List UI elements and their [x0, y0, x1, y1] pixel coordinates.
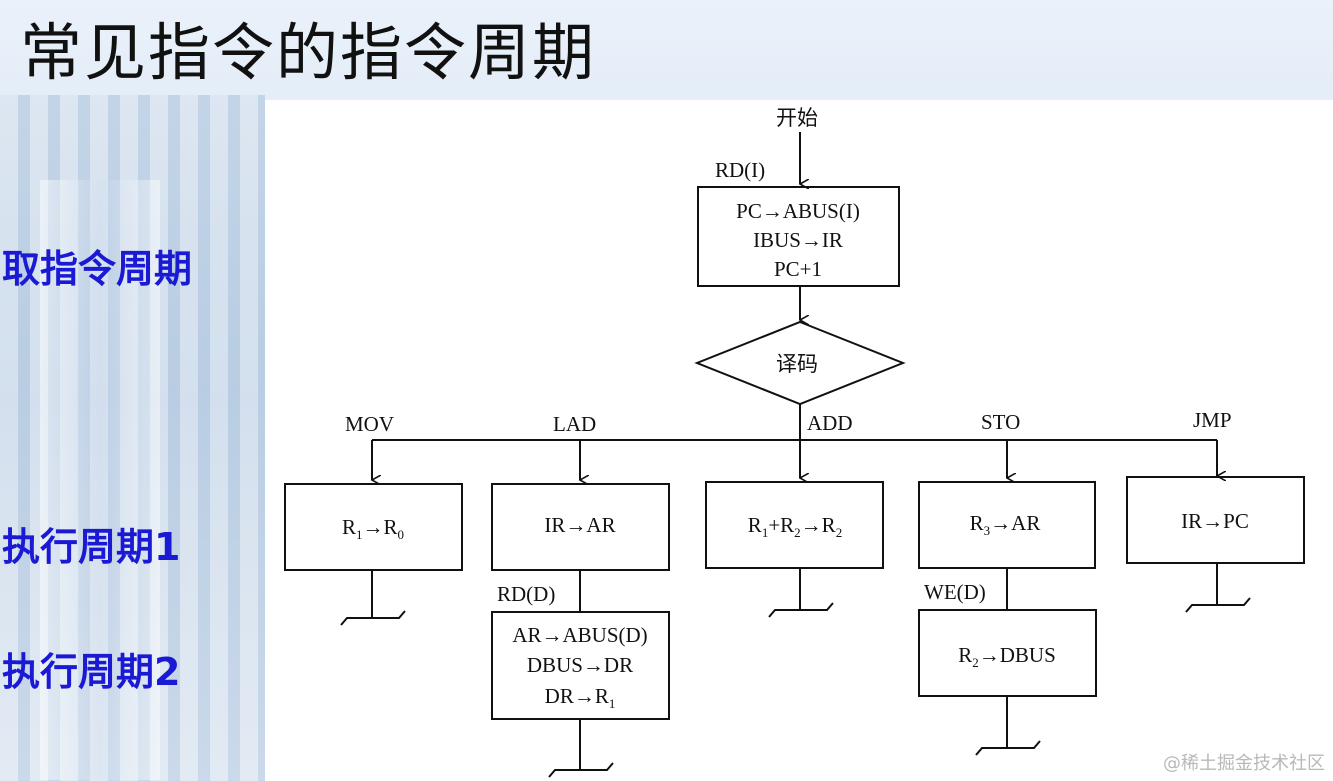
watermark: @稀土掘金技术社区 — [1163, 753, 1325, 774]
lad-step-2-line-2: DBUS→DR — [527, 653, 633, 677]
fetch-signal-label: RD(I) — [715, 158, 765, 182]
mov-label: MOV — [345, 412, 394, 436]
fetch-line-2: IBUS→IR — [753, 228, 843, 252]
jmp-box — [1126, 476, 1305, 564]
background-pillar — [40, 180, 160, 780]
fetch-box — [697, 186, 900, 287]
lad-end-symbol — [548, 762, 614, 778]
lad-step-1: IR→AR — [544, 513, 615, 537]
sto-step-2: R2→DBUS — [958, 643, 1056, 670]
sto-step-1: R3→AR — [970, 511, 1041, 538]
decode-label: 译码 — [776, 352, 818, 376]
jmp-step-1: IR→PC — [1181, 509, 1249, 533]
lad-step-2-line-3: DR→R1 — [545, 684, 616, 711]
lad-label: LAD — [553, 412, 596, 436]
fetch-line-3: PC+1 — [774, 257, 822, 281]
add-operation: R1+R2→R2 — [748, 513, 842, 540]
slide-title: 常见指令的指令周期 — [20, 16, 597, 89]
sto-end-symbol — [975, 740, 1041, 756]
add-label: ADD — [807, 411, 853, 435]
sto-label: STO — [981, 410, 1020, 434]
lad-signal-label: RD(D) — [497, 582, 555, 606]
label-fetch-cycle: 取指令周期 — [2, 247, 193, 291]
fetch-line-1: PC→ABUS(I) — [736, 199, 860, 223]
mov-operation: R1→R0 — [342, 515, 404, 542]
flowchart-panel: 开始 RD(I) PC→ABUS(I) IBUS→IR PC+1 译码 MOV … — [265, 100, 1333, 781]
start-label: 开始 — [776, 106, 818, 130]
lad-step-2-line-1: AR→ABUS(D) — [512, 623, 647, 647]
mov-end-symbol — [340, 610, 406, 626]
label-exec-cycle-2: 执行周期2 — [2, 650, 181, 694]
mov-box — [284, 483, 463, 571]
flowchart: 开始 RD(I) PC→ABUS(I) IBUS→IR PC+1 译码 MOV … — [284, 106, 1305, 778]
sto-signal-label: WE(D) — [924, 580, 986, 604]
add-box — [705, 481, 884, 569]
jmp-label: JMP — [1193, 408, 1232, 432]
add-end-symbol — [768, 602, 834, 618]
label-exec-cycle-1: 执行周期1 — [2, 525, 181, 569]
jmp-end-symbol — [1185, 597, 1251, 613]
